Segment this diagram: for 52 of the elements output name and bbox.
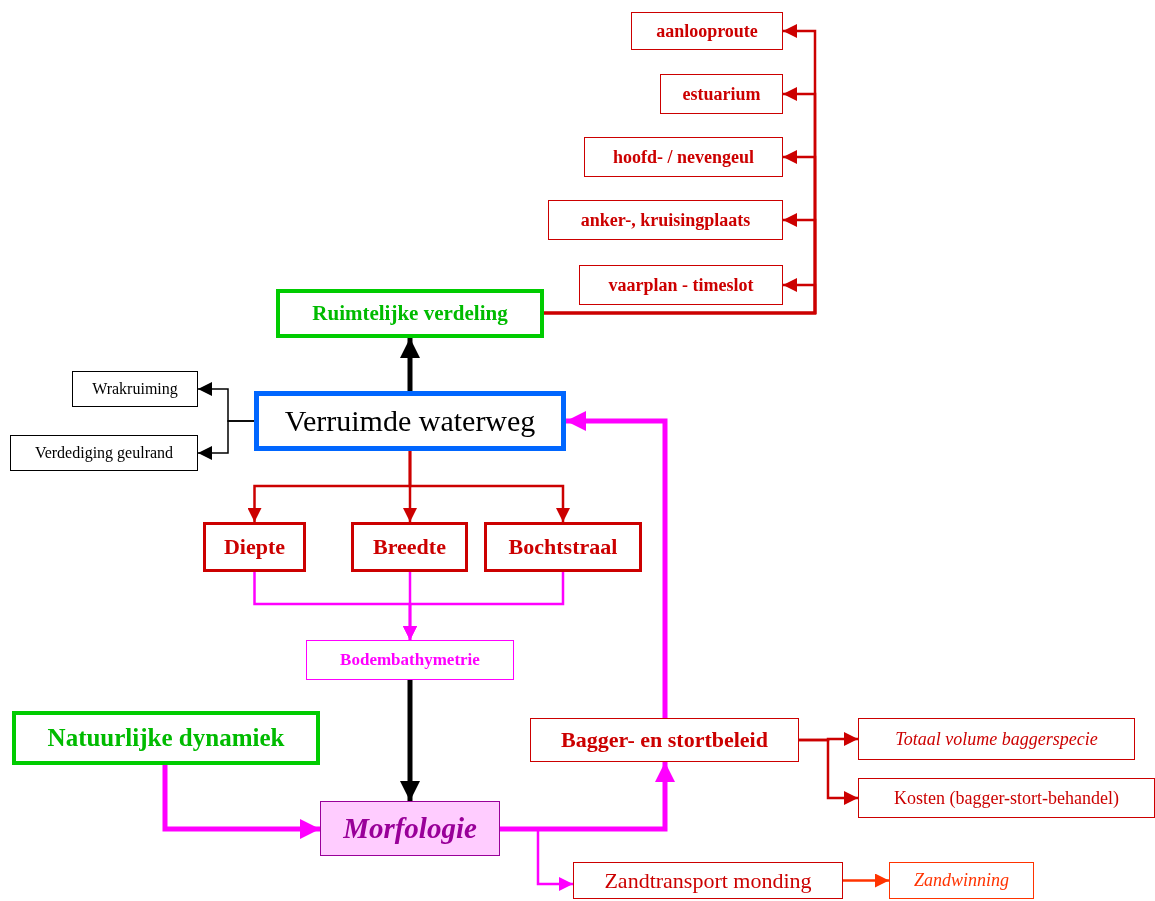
arrow	[500, 762, 675, 832]
node-label: Bodembathymetrie	[340, 650, 480, 670]
node-label: Breedte	[373, 534, 446, 560]
node-label: Ruimtelijke verdeling	[312, 301, 508, 326]
process-box	[203, 522, 306, 572]
arrow	[408, 451, 570, 522]
arrow	[197, 420, 255, 460]
node-label: Zandwinning	[914, 870, 1009, 891]
node-label: vaarplan - timeslot	[608, 274, 754, 296]
main-box	[254, 391, 566, 451]
node-label: hoofd- / nevengeul	[613, 146, 754, 168]
arrow	[400, 338, 420, 391]
process-box	[306, 640, 514, 680]
process-box	[660, 74, 783, 114]
node-label: Zandtransport monding	[604, 867, 812, 894]
process-box	[579, 265, 783, 305]
node-label: Totaal volume baggerspecie	[895, 728, 1098, 750]
process-box	[12, 711, 320, 765]
node-label: Natuurlijke dynamiek	[47, 724, 285, 752]
node-label: aanlooproute	[656, 20, 758, 42]
arrow	[544, 278, 817, 315]
node-label: Bochtstraal	[508, 534, 618, 560]
node-label: Bagger- en stortbeleid	[561, 727, 768, 753]
node-label: Verdediging geulrand	[34, 444, 174, 462]
arrow	[403, 572, 565, 640]
arrow	[843, 873, 889, 888]
central-box	[320, 801, 500, 856]
node-label: estuarium	[682, 83, 761, 105]
process-box	[351, 522, 468, 572]
arrow	[400, 680, 420, 801]
process-box	[10, 435, 198, 471]
process-box	[72, 371, 198, 407]
node-label: Morfologie	[343, 812, 477, 845]
process-box	[858, 718, 1135, 760]
process-box	[484, 522, 642, 572]
node-label: Wrakruiming	[92, 380, 178, 398]
node-label: Diepte	[223, 534, 286, 560]
arrow	[500, 827, 573, 891]
node-label: anker-, kruisingplaats	[580, 209, 751, 231]
process-box	[584, 137, 783, 177]
arrow	[162, 765, 320, 839]
process-box	[530, 718, 799, 762]
node-label: Kosten (bagger-stort-behandel)	[893, 787, 1120, 809]
process-box	[573, 862, 843, 899]
process-box	[276, 289, 544, 338]
arrow	[799, 738, 858, 805]
node-label: Verruimde waterweg	[284, 404, 536, 438]
process-box	[889, 862, 1034, 899]
process-box	[548, 200, 783, 240]
process-box	[631, 12, 783, 50]
process-box	[858, 778, 1155, 818]
arrow	[566, 411, 668, 718]
